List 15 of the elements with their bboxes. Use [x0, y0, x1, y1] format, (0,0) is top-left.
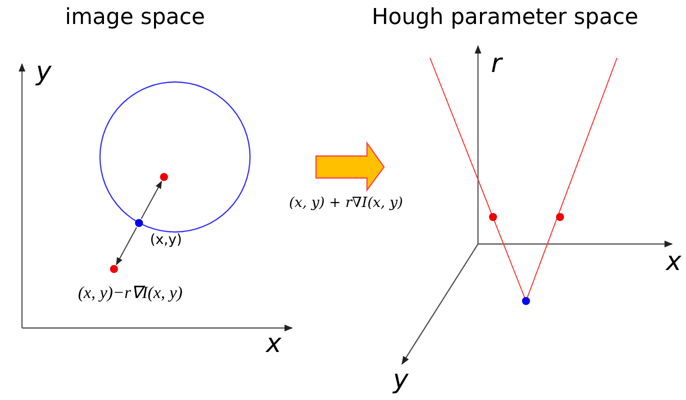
section-title: image space	[64, 6, 206, 30]
point-dot	[135, 219, 143, 227]
arrow	[116, 227, 138, 266]
axis-label: x	[266, 330, 282, 359]
axis-label: r	[491, 50, 502, 79]
section-title: Hough parameter space	[372, 6, 638, 30]
formula-label: (x, y)−r∇I(x, y)	[78, 284, 183, 303]
axis-label: y	[393, 366, 408, 395]
point-label: (x,y)	[150, 233, 182, 248]
axis-label: x	[666, 248, 682, 277]
arrow	[140, 180, 162, 219]
axis-label: y	[36, 58, 52, 87]
point-dot	[160, 173, 168, 181]
formula-label: (x, y) + r∇I(x, y)	[289, 196, 403, 212]
point-dot	[110, 265, 118, 273]
